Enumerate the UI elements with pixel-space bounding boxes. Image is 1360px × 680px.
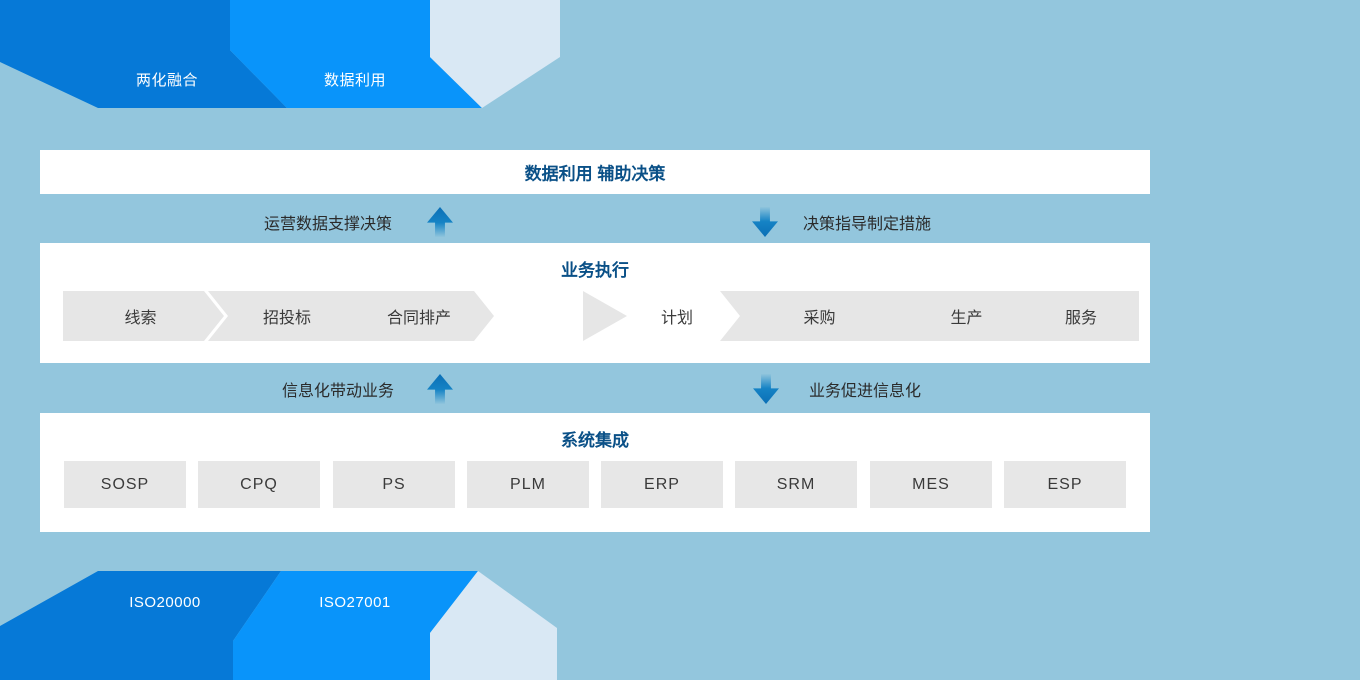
decision-band: 数据利用 辅助决策 [40,150,1150,194]
bottom-pennant-shape [430,571,557,680]
up-arrow-icon [427,374,453,404]
top-tab-shape-bright [230,0,482,108]
badge-iso20000: ISO20000 [129,594,201,611]
bottom-tab-shape-dark [0,571,281,680]
label-it-drives-business: 信息化带动业务 [281,383,395,400]
systems-band: 系统集成 SOSP CPQ PS PLM ERP SRM MES ESP [40,413,1150,532]
step-contract-scheduling: 合同排产 [334,291,494,341]
system-box-cpq: CPQ [198,461,320,508]
down-arrow-icon [752,207,778,237]
decision-band-title: 数据利用 辅助决策 [524,164,666,184]
step-production: 生产 [883,291,1040,341]
systems-band-title: 系统集成 [561,431,629,450]
label-decision-guides-measures: 决策指导制定措施 [802,216,932,233]
step-plan: 计划 [660,310,694,327]
bottom-banner-decoration [0,570,560,680]
step-leads: 线索 [63,291,224,341]
system-box-ps: PS [333,461,455,508]
system-box-srm: SRM [735,461,857,508]
system-box-plm: PLM [467,461,589,508]
label-operation-data-supports-decision: 运营数据支撑决策 [263,216,393,233]
bottom-tab-shape-bright [233,571,478,680]
badge-iso27001: ISO27001 [319,594,391,611]
tab-shuju-liyong[interactable]: 数据利用 [323,72,386,89]
label-business-promotes-it: 业务促进信息化 [808,383,922,400]
step-bidding: 招投标 [208,291,356,341]
step-procurement: 采购 [720,291,909,341]
system-box-esp: ESP [1004,461,1126,508]
down-arrow-icon [753,374,779,404]
top-pennant-shape [430,0,560,108]
up-arrow-icon [427,207,453,237]
execution-band-title: 业务执行 [561,261,629,280]
top-banner-decoration [0,0,560,108]
system-box-sosp: SOSP [64,461,186,508]
execution-band: 业务执行 线索 招投标 合同排产 计划 采购 生产 服务 [40,243,1150,363]
top-tab-shape-dark [0,0,287,108]
connector-arrow-icon [583,291,627,341]
tab-lianghua-ronghe[interactable]: 两化融合 [135,72,198,89]
system-box-mes: MES [870,461,992,508]
system-box-erp: ERP [601,461,723,508]
